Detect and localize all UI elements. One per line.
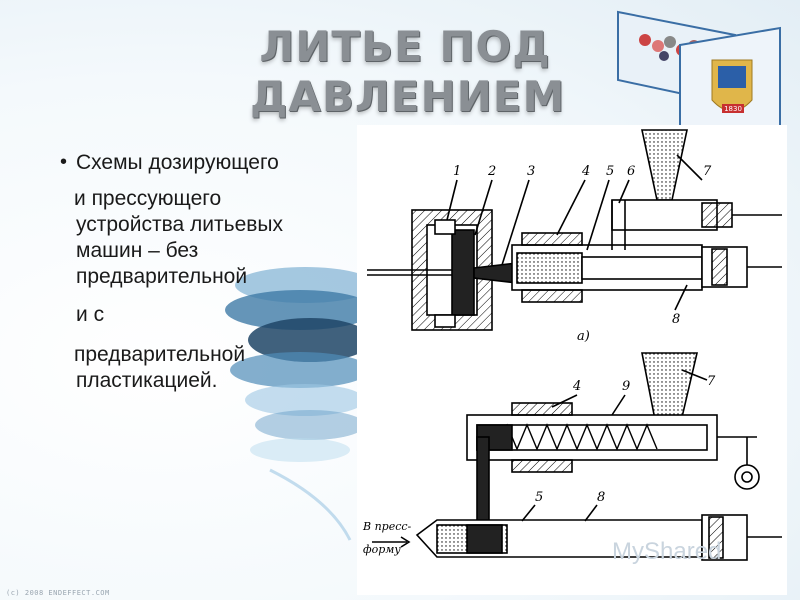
slide-title: ЛИТЬЕ ПОД ДАВЛЕНИЕМ xyxy=(250,22,566,122)
label-4: 4 xyxy=(581,164,590,179)
label-a: а) xyxy=(577,329,590,344)
bullet-line-1: Схемы дозирующего xyxy=(76,151,279,174)
bullet-line-6: и с xyxy=(76,303,105,326)
label-3: 3 xyxy=(527,164,535,179)
label-2: 2 xyxy=(487,164,496,179)
bullet-text: • Схемы дозирующего и прессующего устройс… xyxy=(48,150,368,394)
label-6: 6 xyxy=(627,164,635,179)
watermark-text: (c) 2008 ENDEFFECT.COM xyxy=(6,589,110,597)
label-1: 1 xyxy=(453,164,461,179)
bullet-line-7: предварительной xyxy=(74,343,246,366)
bullet-item: • Схемы дозирующего xyxy=(48,150,368,176)
title-line-2: ДАВЛЕНИЕМ xyxy=(250,72,566,121)
top-right-image-frames: 1830 xyxy=(617,10,781,132)
bullet-line-4: машин – без xyxy=(76,239,199,262)
bullet-icon: • xyxy=(60,151,68,173)
label-7: 7 xyxy=(703,164,712,179)
title-line-1: ЛИТЬЕ ПОД xyxy=(259,22,551,71)
mold-label-line-2: форму xyxy=(363,543,401,556)
label-7-bottom: 7 xyxy=(707,374,716,389)
bullet-line-8: пластикацией. xyxy=(76,369,218,392)
technical-drawing: 1 2 3 4 5 6 7 8 а) 4 9 7 5 8 В пресс- фо… xyxy=(357,125,787,595)
emblem-year: 1830 xyxy=(724,105,742,113)
bullet-line-2: и прессующего xyxy=(74,187,222,210)
label-5: 5 xyxy=(606,164,614,179)
label-4-bottom: 4 xyxy=(572,379,581,394)
label-5-bottom: 5 xyxy=(535,490,543,505)
label-8-bottom: 8 xyxy=(597,490,605,505)
label-9: 9 xyxy=(622,379,630,394)
university-emblem: 1830 xyxy=(711,59,753,113)
watermark-logo: MyShared xyxy=(612,538,722,565)
bullet-line-5: предварительной xyxy=(76,265,248,288)
injection-machine-schematic: 1 2 3 4 5 6 7 8 а) 4 9 7 5 8 В пресс- фо… xyxy=(362,129,782,561)
mold-label-line-1: В пресс- xyxy=(362,520,412,533)
label-8-top: 8 xyxy=(672,312,680,327)
bullet-line-3: устройства литьевых xyxy=(76,213,283,236)
